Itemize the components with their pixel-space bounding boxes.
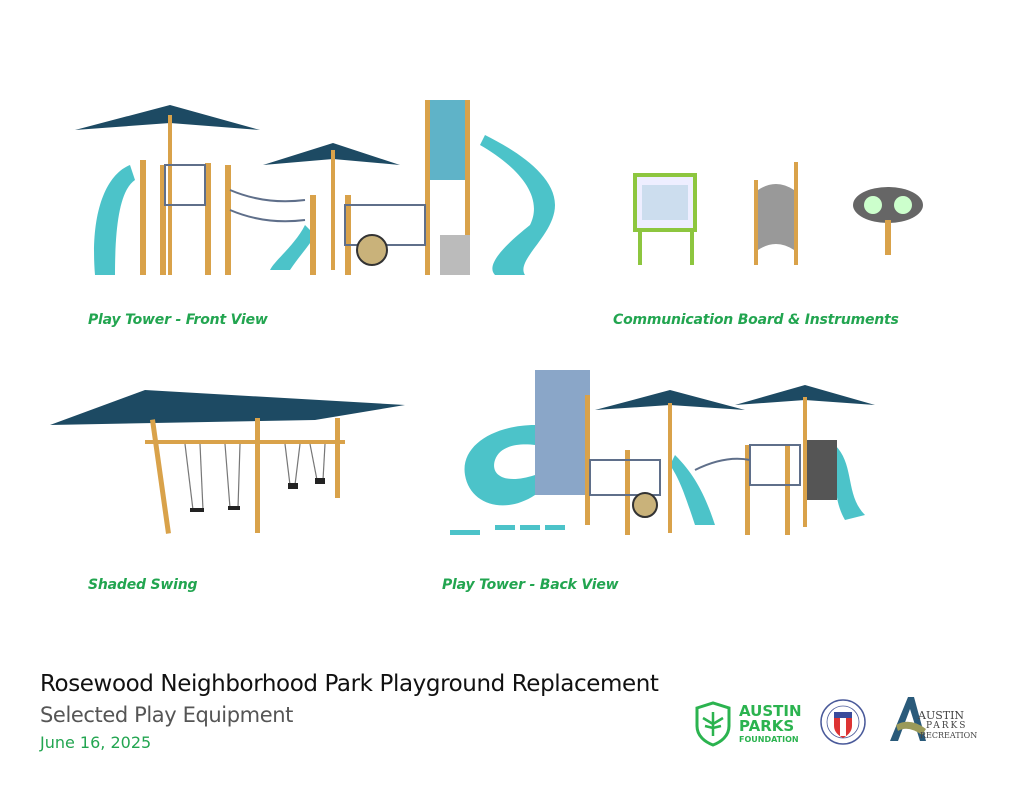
play-tower-front-view-image xyxy=(75,100,555,275)
shield-icon xyxy=(695,701,731,747)
communication-board-instruments-image xyxy=(633,162,923,265)
page-title: Rosewood Neighborhood Park Playground Re… xyxy=(40,671,659,697)
shaded-swing-image xyxy=(50,390,405,534)
page-date: June 16, 2025 xyxy=(40,733,152,752)
apf-line3: FOUNDATION xyxy=(739,735,799,744)
page-subtitle: Selected Play Equipment xyxy=(40,703,293,727)
apf-line2: PARKS xyxy=(739,717,795,735)
austin-parks-foundation-logo: AUSTIN PARKS FOUNDATION xyxy=(693,700,803,748)
apr-line1: AUSTIN xyxy=(918,709,965,722)
letter-a-icon xyxy=(890,697,926,741)
austin-parks-recreation-logo: AUSTIN PARKS RECREATION xyxy=(888,695,988,745)
play-tower-back-view-image xyxy=(450,370,875,535)
caption-shaded-swing: Shaded Swing xyxy=(88,577,198,593)
city-of-austin-seal xyxy=(820,699,866,745)
caption-communication-board: Communication Board & Instruments xyxy=(613,312,899,328)
caption-play-tower-back: Play Tower - Back View xyxy=(442,577,619,593)
apr-line2: PARKS xyxy=(926,721,968,731)
apf-line1: AUSTIN xyxy=(739,702,802,720)
apr-line3: RECREATION xyxy=(920,731,978,740)
caption-play-tower-front: Play Tower - Front View xyxy=(88,312,268,328)
